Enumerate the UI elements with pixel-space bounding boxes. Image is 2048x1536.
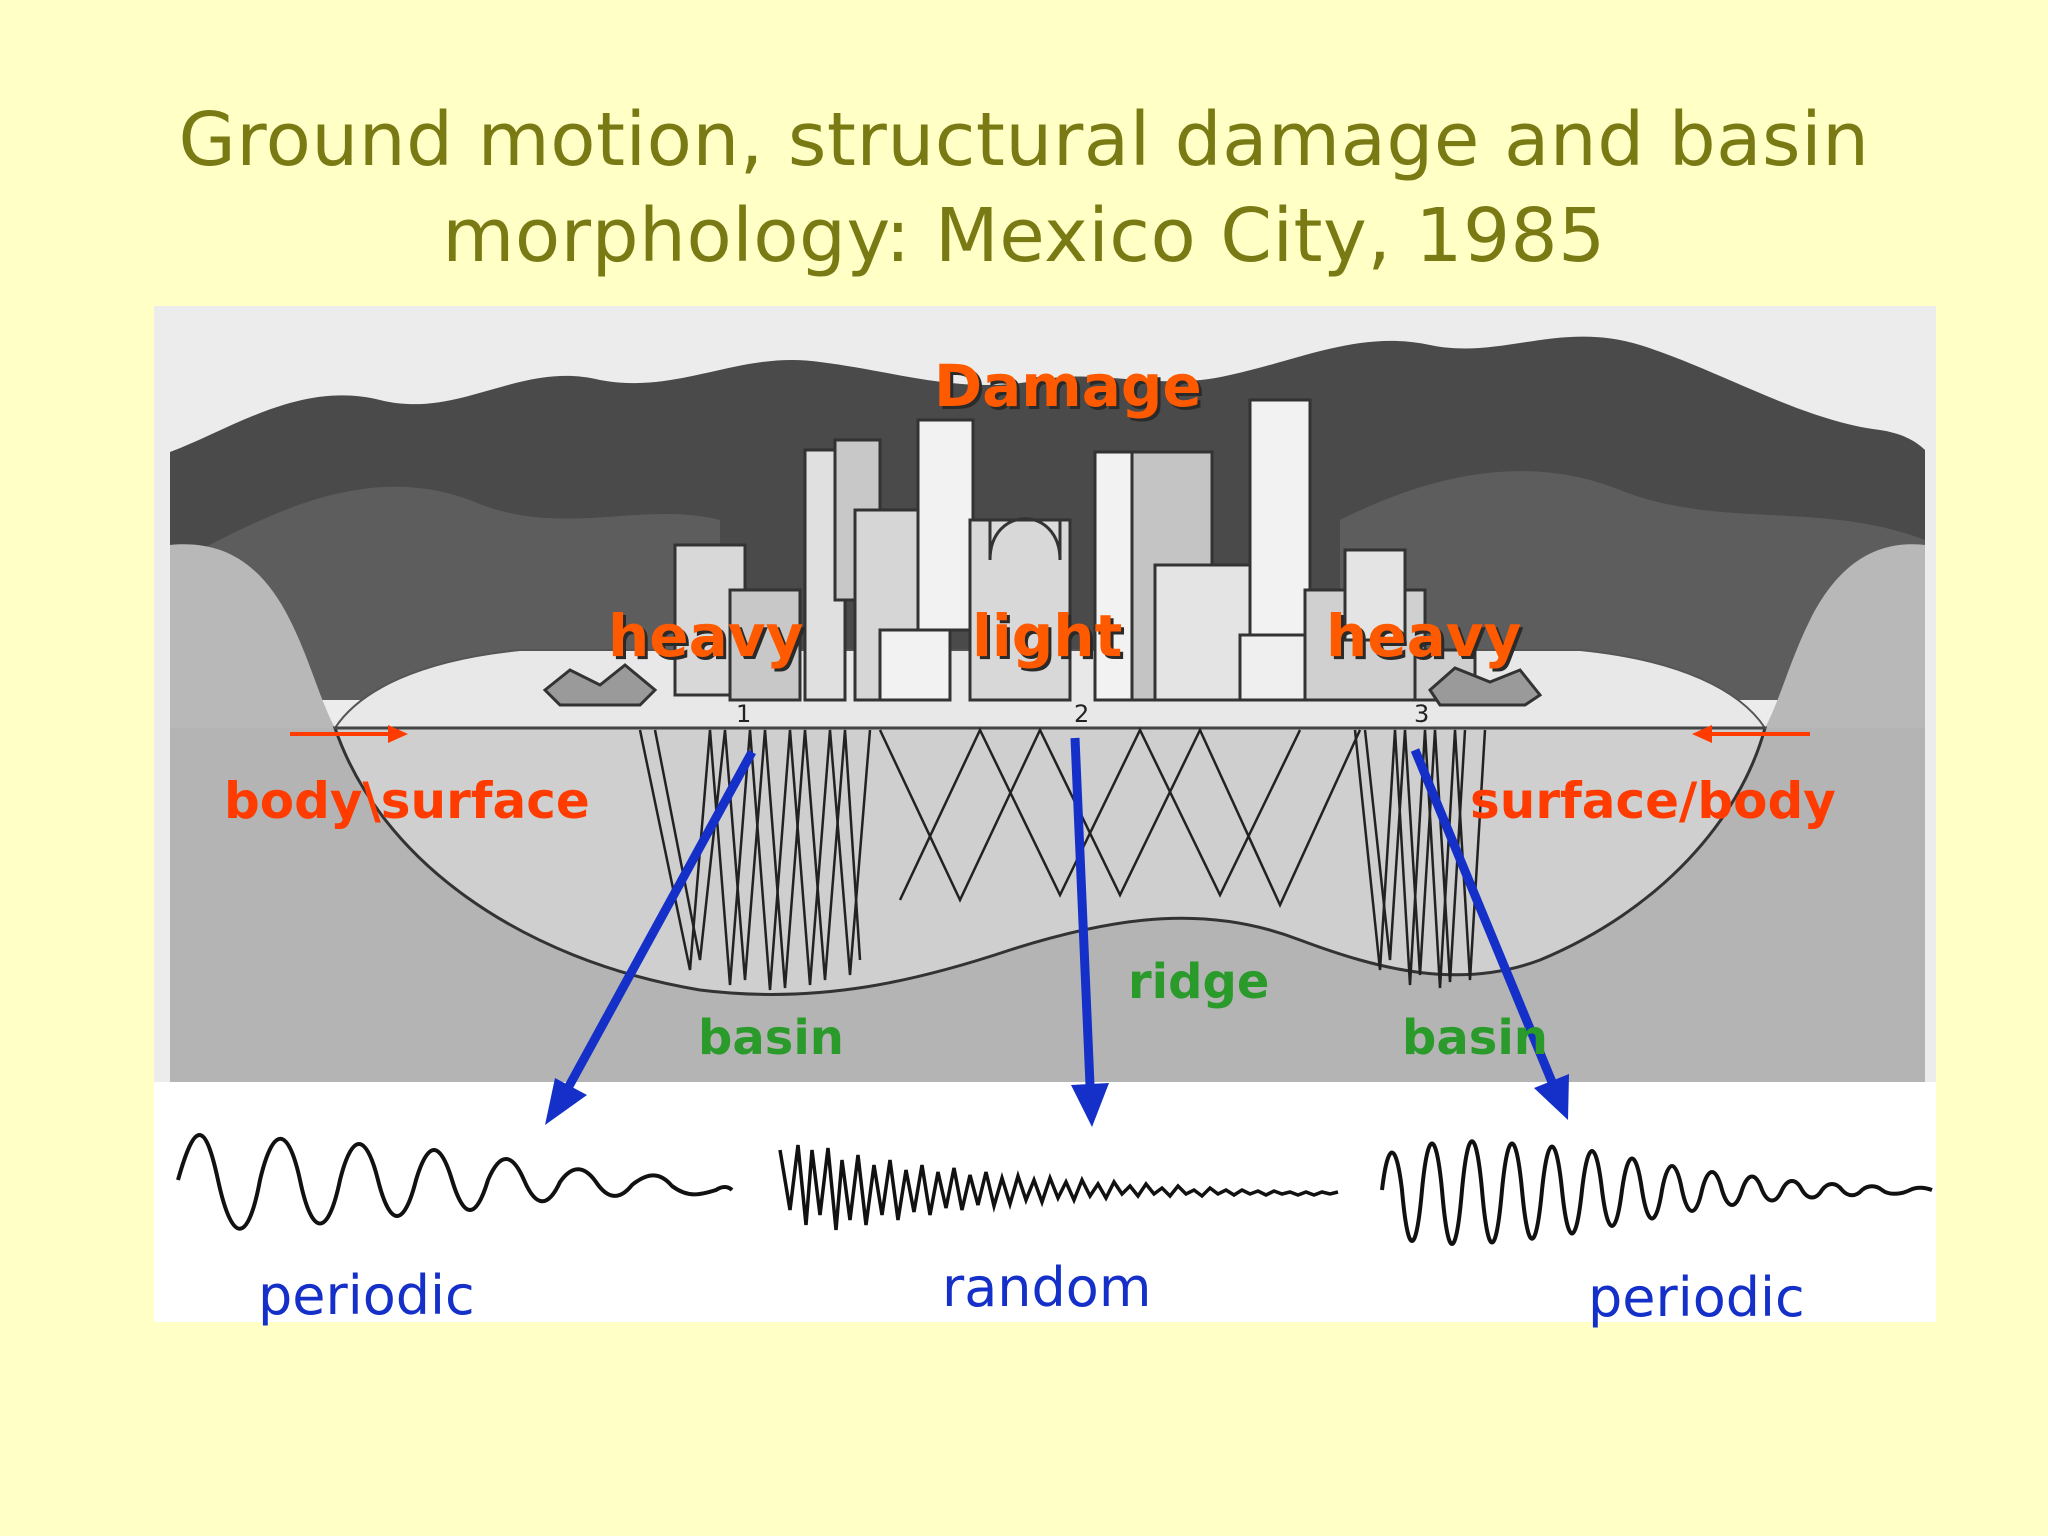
hill-left (170, 544, 335, 728)
terrain-label-ridge: ridge (1128, 954, 1270, 1010)
wave-type-label-right: surface/body (1470, 772, 1836, 830)
slide-title: Ground motion, structural damage and bas… (0, 92, 2048, 284)
seismogram-panel (154, 1082, 1936, 1322)
title-line-1: Ground motion, structural damage and bas… (178, 97, 1870, 183)
damage-level-site-2: light (972, 602, 1123, 670)
site-1-arrow (545, 749, 756, 1125)
damage-level-site-1: heavy (608, 602, 804, 670)
ray-paths-ridge (878, 727, 1362, 909)
city-buildings (542, 398, 1543, 707)
seismogram-site-1 (176, 1133, 734, 1231)
site-number-2: 2 (1074, 700, 1089, 728)
site-number-1: 1 (736, 700, 751, 728)
signal-type-site-3: periodic (1588, 1266, 1805, 1329)
wave-type-label-left: body\surface (224, 772, 590, 830)
damage-label: Damage (934, 352, 1202, 420)
terrain-label-basin-right: basin (1402, 1010, 1548, 1066)
hill-right (1765, 544, 1925, 728)
seismogram-site-3 (1380, 1139, 1933, 1246)
ray-paths-basin-3 (1353, 729, 1487, 989)
ray-paths-basin-1 (638, 729, 872, 991)
incoming-wave-arrow-right (1692, 725, 1810, 743)
site-2-arrow (1070, 737, 1109, 1127)
damage-level-site-3: heavy (1326, 602, 1522, 670)
seismogram-site-2 (778, 1144, 1339, 1231)
mountain-shade-left (180, 486, 720, 700)
title-line-2: morphology: Mexico City, 1985 (442, 193, 1606, 279)
site-3-arrow (1410, 748, 1569, 1120)
site-number-3: 3 (1414, 700, 1429, 728)
signal-type-site-2: random (942, 1256, 1152, 1319)
signal-type-site-1: periodic (258, 1264, 475, 1327)
terrain-label-basin-left: basin (698, 1010, 844, 1066)
mountain-shade-right (1340, 471, 1925, 700)
incoming-wave-arrow-left (290, 725, 408, 743)
